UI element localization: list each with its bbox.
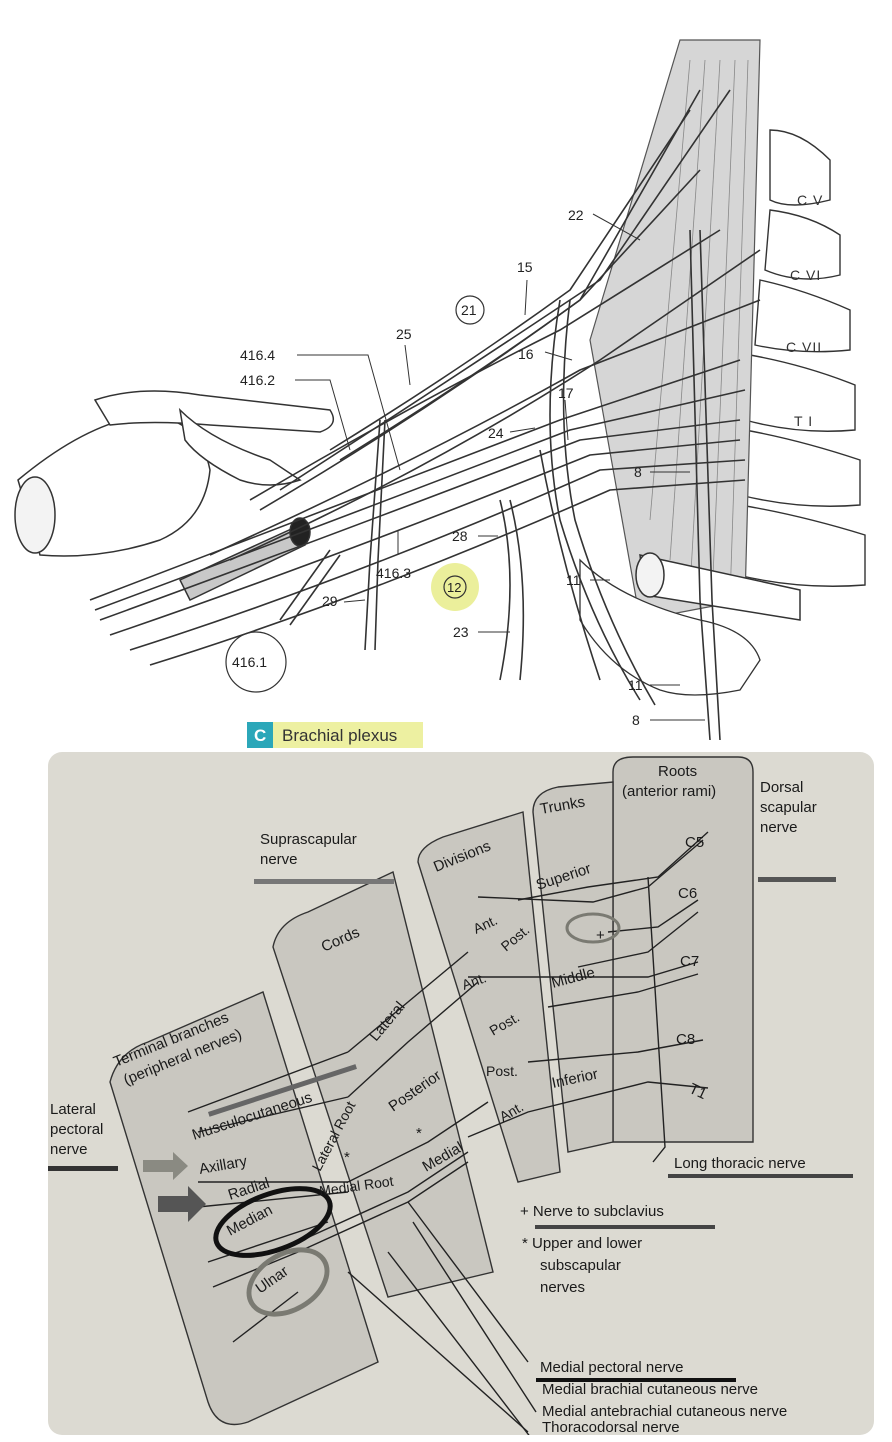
scalene-muscle — [589, 39, 761, 621]
radial-arrow — [158, 1186, 206, 1222]
median-circle — [213, 1186, 333, 1258]
lateral-pectoral-label-3: nerve — [50, 1141, 88, 1158]
label-11-lower: 11 — [628, 677, 643, 693]
leader-lines — [295, 213, 705, 721]
roots: C5 C6 C7 C8 T1 — [676, 834, 709, 1103]
nerve-bundles — [89, 89, 761, 741]
underline-long-thoracic — [668, 1174, 853, 1178]
star-marker-2: * — [344, 1149, 350, 1166]
dorsal-scapular-label-3: nerve — [760, 819, 798, 836]
root-c8: C8 — [676, 1031, 695, 1048]
header-roots-sub: (anterior rami) — [622, 783, 716, 800]
root-c5: C5 — [685, 834, 704, 851]
underline-subclavius — [535, 1225, 715, 1229]
label-12-circle — [443, 575, 467, 599]
star-marker-1: * — [416, 1125, 422, 1142]
side-labels: Suprascapular nerve Dorsal scapular nerv… — [50, 779, 817, 1435]
label-24: 24 — [488, 425, 504, 441]
underline-lat-pectoral — [48, 1166, 118, 1171]
highlights — [48, 877, 853, 1382]
label-25: 25 — [396, 326, 412, 342]
division-post-3: Post. — [486, 1063, 518, 1079]
label-23: 23 — [453, 624, 469, 640]
underline-medial-pectoral — [536, 1378, 736, 1382]
brachial-plexus-anatomical-illustration: C V C VI C VII T I — [14, 39, 866, 748]
underline-suprascapular — [254, 879, 394, 884]
shoulder-bones — [14, 390, 335, 557]
label-416-4: 416.4 — [240, 347, 275, 363]
highlight-12 — [431, 563, 479, 611]
lateral-pectoral-label-2: pectoral — [50, 1121, 103, 1138]
vertebra-labels: C V C VI C VII T I — [786, 192, 823, 429]
root-t1: T1 — [686, 1080, 709, 1103]
label-15: 15 — [517, 259, 533, 275]
dorsal-scapular-label: Dorsal — [760, 779, 803, 796]
caption-badge: C — [254, 726, 266, 745]
dorsal-scapular-label-2: scapular — [760, 799, 817, 816]
label-416-2: 416.2 — [240, 372, 275, 388]
subscapular-label: * Upper and lower — [522, 1235, 642, 1252]
subclavius-label: + Nerve to subclavius — [520, 1203, 664, 1220]
vertebral-column — [737, 129, 866, 587]
medial-antebrachial-label: Medial antebrachial cutaneous nerve — [542, 1403, 787, 1420]
roots-panel — [612, 756, 754, 1143]
lateral-pectoral-label: Lateral — [50, 1101, 96, 1118]
medial-pectoral-label: Medial pectoral nerve — [540, 1359, 683, 1376]
vertebra-cvii: C VII — [786, 339, 822, 355]
suprascapular-label: Suprascapular — [260, 831, 357, 848]
vertebra-ti: T I — [794, 413, 813, 429]
root-c7: C7 — [680, 953, 699, 970]
label-8-lower: 8 — [632, 712, 640, 728]
subscapular-label-3: nerves — [540, 1279, 585, 1296]
divisions-panel — [417, 811, 561, 1183]
label-12: 12 — [447, 580, 461, 595]
header-roots: Roots — [658, 763, 697, 780]
subscapular-label-2: subscapular — [540, 1257, 621, 1274]
label-29: 29 — [322, 593, 338, 609]
underline-musculocutaneous — [208, 1064, 357, 1117]
vertebra-cv: C V — [797, 192, 823, 208]
thoracodorsal-label: Thoracodorsal nerve — [542, 1419, 680, 1435]
label-16: 16 — [518, 346, 534, 362]
subclavius-circle — [565, 912, 621, 944]
terminal-panel — [109, 991, 379, 1426]
caption-text: Brachial plexus — [282, 726, 397, 745]
section-panels — [109, 756, 754, 1426]
ulnar-circle — [246, 1247, 330, 1317]
trunks-panel — [532, 781, 614, 1153]
brachial-plexus-schematic: Roots (anterior rami) Trunks Divisions C… — [48, 752, 874, 1435]
top-labels: 416.4 416.2 25 21 15 22 16 17 24 8 28 41… — [225, 207, 643, 728]
cords-panel — [272, 871, 494, 1298]
label-416-3: 416.3 — [376, 565, 411, 581]
long-thoracic-label: Long thoracic nerve — [674, 1155, 806, 1172]
label-416-1: 416.1 — [232, 654, 267, 670]
label-21-circle — [455, 295, 485, 325]
medial-brachial-label: Medial brachial cutaneous nerve — [542, 1381, 758, 1398]
label-22: 22 — [568, 207, 584, 223]
clavicle — [635, 552, 801, 621]
nerve-pathways — [187, 831, 709, 1435]
figure-caption: C Brachial plexus — [247, 722, 423, 748]
label-8-upper: 8 — [634, 464, 642, 480]
root-c6: C6 — [678, 885, 697, 902]
label-416-1-circle — [225, 631, 287, 693]
suprascapular-label-2: nerve — [260, 851, 298, 868]
label-28: 28 — [452, 528, 468, 544]
label-17: 17 — [558, 385, 574, 401]
underline-dorsal — [758, 877, 836, 882]
axillary-arrow — [143, 1152, 188, 1180]
label-21: 21 — [461, 302, 477, 318]
plus-marker: + — [596, 927, 605, 944]
vertebra-cvi: C VI — [790, 267, 821, 283]
label-11-upper: 11 — [566, 572, 581, 588]
